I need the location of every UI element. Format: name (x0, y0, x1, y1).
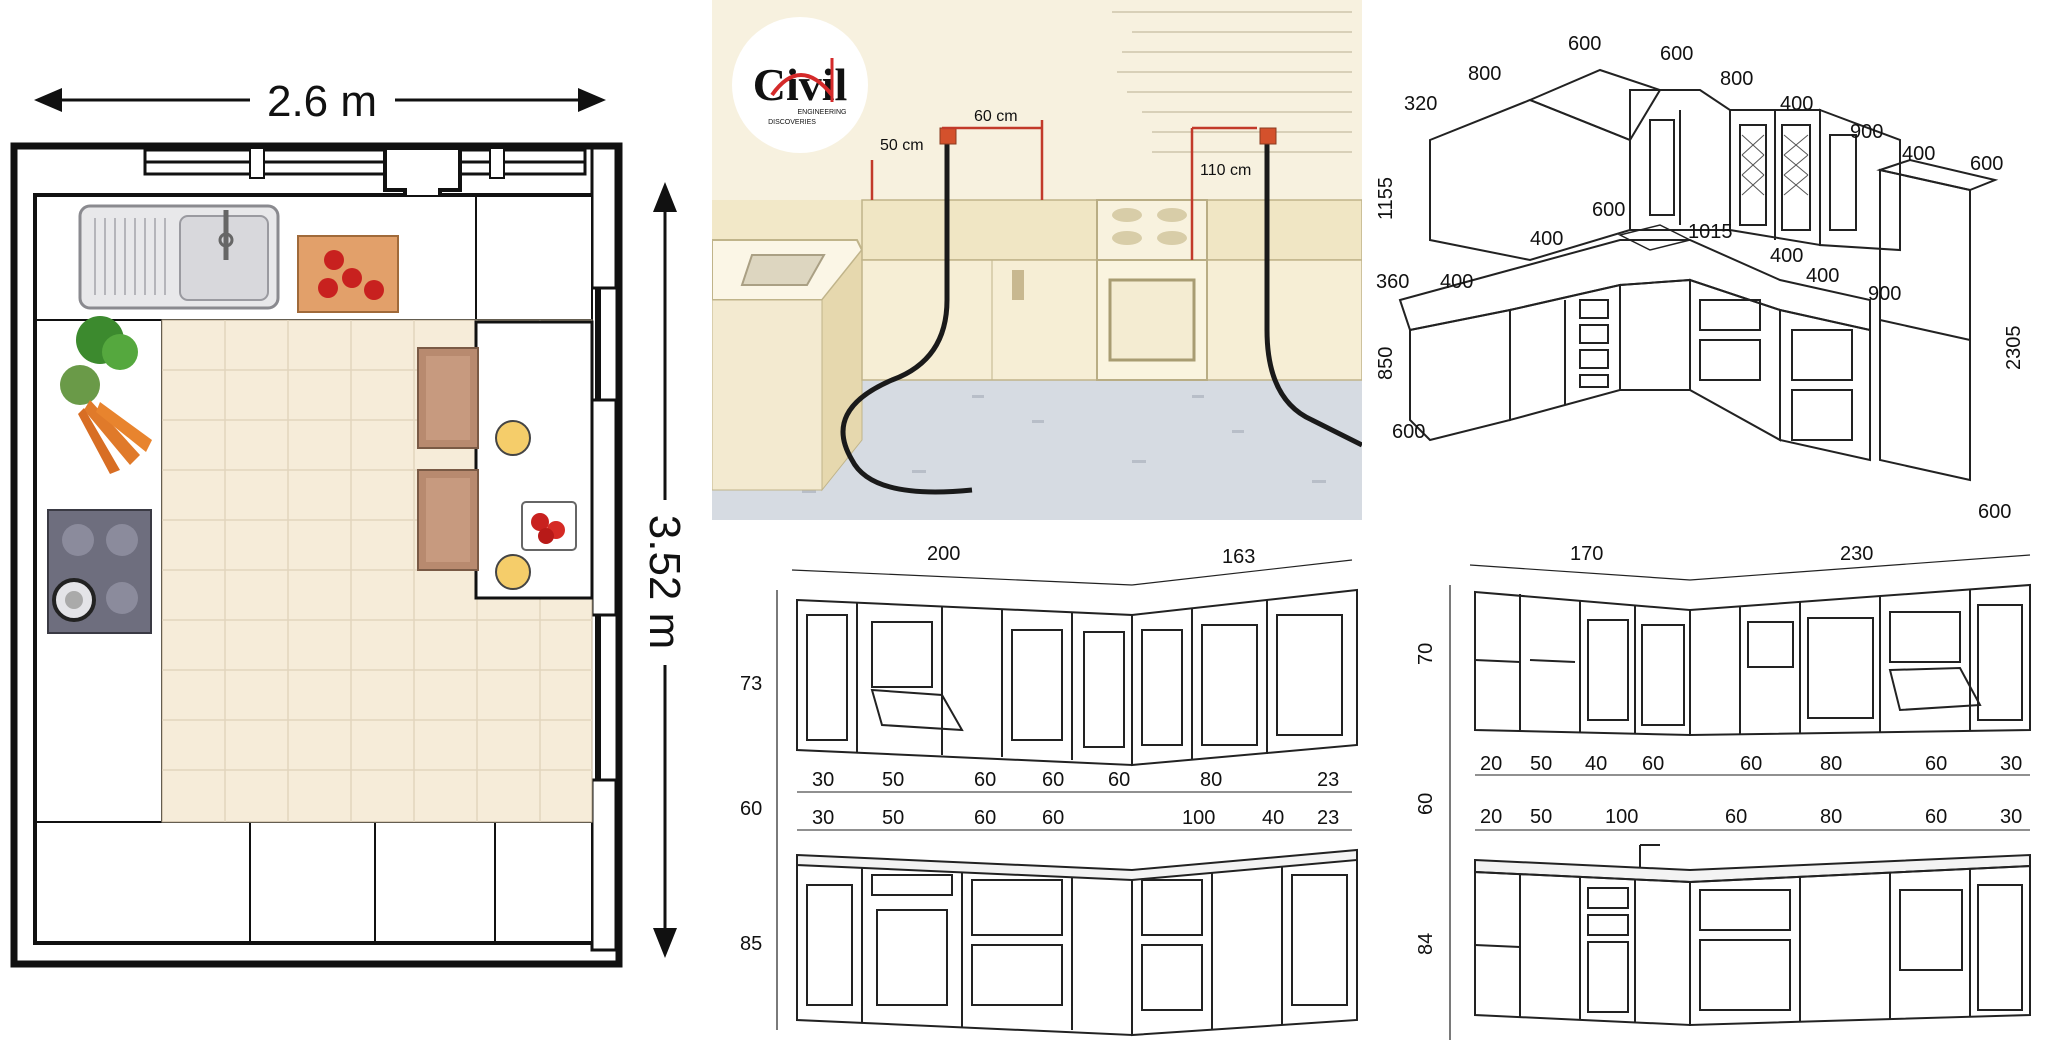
elevation-kitchen-2-panel: 170 230 70 60 84 20 50 40 60 60 80 60 30… (1380, 530, 2048, 1056)
iso-dim: 320 (1404, 93, 1437, 115)
vegetables (60, 316, 152, 474)
upper-width: 50 (882, 769, 904, 791)
brand-logo: Civil ENGINEERING DISCOVERIES (732, 17, 868, 153)
upper-width: 60 (1108, 769, 1130, 791)
iso-dim: 900 (1868, 283, 1901, 305)
cooktop (47, 509, 152, 634)
upper-width: 60 (974, 769, 996, 791)
iso-dim: 400 (1440, 271, 1473, 293)
iso-dim: 400 (1806, 265, 1839, 287)
upper-width: 20 (1480, 753, 1502, 775)
height-label: 3.52 m (640, 515, 689, 650)
lower-width: 23 (1317, 807, 1339, 829)
iso-dim: 600 (1978, 501, 2011, 523)
floor-plan-panel: 2.6 m 3.52 m (0, 0, 700, 1056)
elevation-kitchen-2-drawing: 170 230 70 60 84 20 50 40 60 60 80 60 30… (1415, 543, 2031, 1040)
floor-plan-drawing: 2.6 m 3.52 m (10, 77, 689, 968)
upper-width: 50 (1530, 753, 1552, 775)
dimension-label-a: 50 cm (880, 137, 924, 154)
iso-dim: 400 (1530, 228, 1563, 250)
iso-dim: 2305 (2003, 326, 2025, 371)
lower-width: 60 (1042, 807, 1064, 829)
iso-dim: 850 (1375, 347, 1397, 380)
top-width-left: 200 (927, 543, 960, 565)
elevation-1-labels: 200 163 73 60 85 30 50 60 60 60 80 23 30… (740, 543, 1339, 955)
lower-width: 60 (974, 807, 996, 829)
height-gap: 60 (1415, 793, 1437, 815)
cutting-board-with-tomatoes (297, 235, 399, 313)
top-width-right: 230 (1840, 543, 1873, 565)
iso-dim: 400 (1902, 143, 1935, 165)
height-upper: 70 (1415, 643, 1437, 665)
logo-line-1: ENGINEERING (797, 109, 846, 116)
lower-width: 80 (1820, 806, 1842, 828)
lower-width: 100 (1605, 806, 1638, 828)
lower-width: 50 (882, 807, 904, 829)
lower-width: 60 (1925, 806, 1947, 828)
upper-width: 30 (812, 769, 834, 791)
upper-width: 80 (1200, 769, 1222, 791)
iso-dimension-labels: 320 800 600 600 800 400 900 400 600 1155… (1375, 33, 2025, 523)
width-label: 2.6 m (267, 77, 377, 126)
dimension-label-b: 60 cm (974, 108, 1018, 125)
dimension-label-c: 110 cm (1200, 162, 1251, 179)
elevation-kitchen-1-panel: 200 163 73 60 85 30 50 60 60 60 80 23 30… (712, 530, 1372, 1056)
iso-dim: 1155 (1375, 177, 1397, 220)
upper-width: 80 (1820, 753, 1842, 775)
iso-dim: 400 (1770, 245, 1803, 267)
upper-width: 23 (1317, 769, 1339, 791)
iso-dim: 400 (1780, 93, 1813, 115)
isometric-kitchen-panel: 320 800 600 600 800 400 900 400 600 1155… (1370, 0, 2048, 525)
logo-line-2: DISCOVERIES (768, 119, 816, 126)
upper-width: 40 (1585, 753, 1607, 775)
iso-dim: 600 (1970, 153, 2003, 175)
height-lower: 85 (740, 933, 762, 955)
iso-dim: 600 (1392, 421, 1425, 443)
installation-illustration-panel: 50 cm 60 cm 110 cm Civil ENGINEERING DIS… (712, 0, 1362, 520)
iso-dim: 360 (1376, 271, 1409, 293)
elevation-kitchen-1-drawing: 200 163 73 60 85 30 50 60 60 60 80 23 30… (740, 543, 1358, 1037)
upper-width: 30 (2000, 753, 2022, 775)
lower-width: 30 (2000, 806, 2022, 828)
height-lower: 84 (1415, 933, 1437, 955)
stools (417, 347, 479, 571)
lower-width: 40 (1262, 807, 1284, 829)
top-width-left: 170 (1570, 543, 1603, 565)
isometric-kitchen-drawing: 320 800 600 600 800 400 900 400 600 1155… (1375, 33, 2025, 523)
lower-width: 60 (1725, 806, 1747, 828)
top-width-right: 163 (1222, 546, 1255, 568)
lower-width: 20 (1480, 806, 1502, 828)
lower-width: 30 (812, 807, 834, 829)
iso-dim: 800 (1468, 63, 1501, 85)
height-upper: 73 (740, 673, 762, 695)
installation-illustration: 50 cm 60 cm 110 cm Civil ENGINEERING DIS… (712, 0, 1362, 520)
upper-width: 60 (1925, 753, 1947, 775)
lower-width: 50 (1530, 806, 1552, 828)
kitchen-island (474, 320, 594, 600)
iso-dim: 900 (1850, 121, 1883, 143)
height-dimension: 3.52 m (640, 182, 689, 958)
iso-dim: 600 (1660, 43, 1693, 65)
height-gap: 60 (740, 798, 762, 820)
iso-dim: 600 (1592, 199, 1625, 221)
elevation-2-labels: 170 230 70 60 84 20 50 40 60 60 80 60 30… (1415, 543, 2022, 955)
upper-width: 60 (1740, 753, 1762, 775)
iso-dim: 1015 (1688, 221, 1733, 243)
upper-width: 60 (1042, 769, 1064, 791)
iso-dim: 600 (1568, 33, 1601, 55)
upper-width: 60 (1642, 753, 1664, 775)
sink (78, 204, 280, 310)
iso-dim: 800 (1720, 68, 1753, 90)
lower-width: 100 (1182, 807, 1215, 829)
width-dimension: 2.6 m (34, 77, 606, 126)
